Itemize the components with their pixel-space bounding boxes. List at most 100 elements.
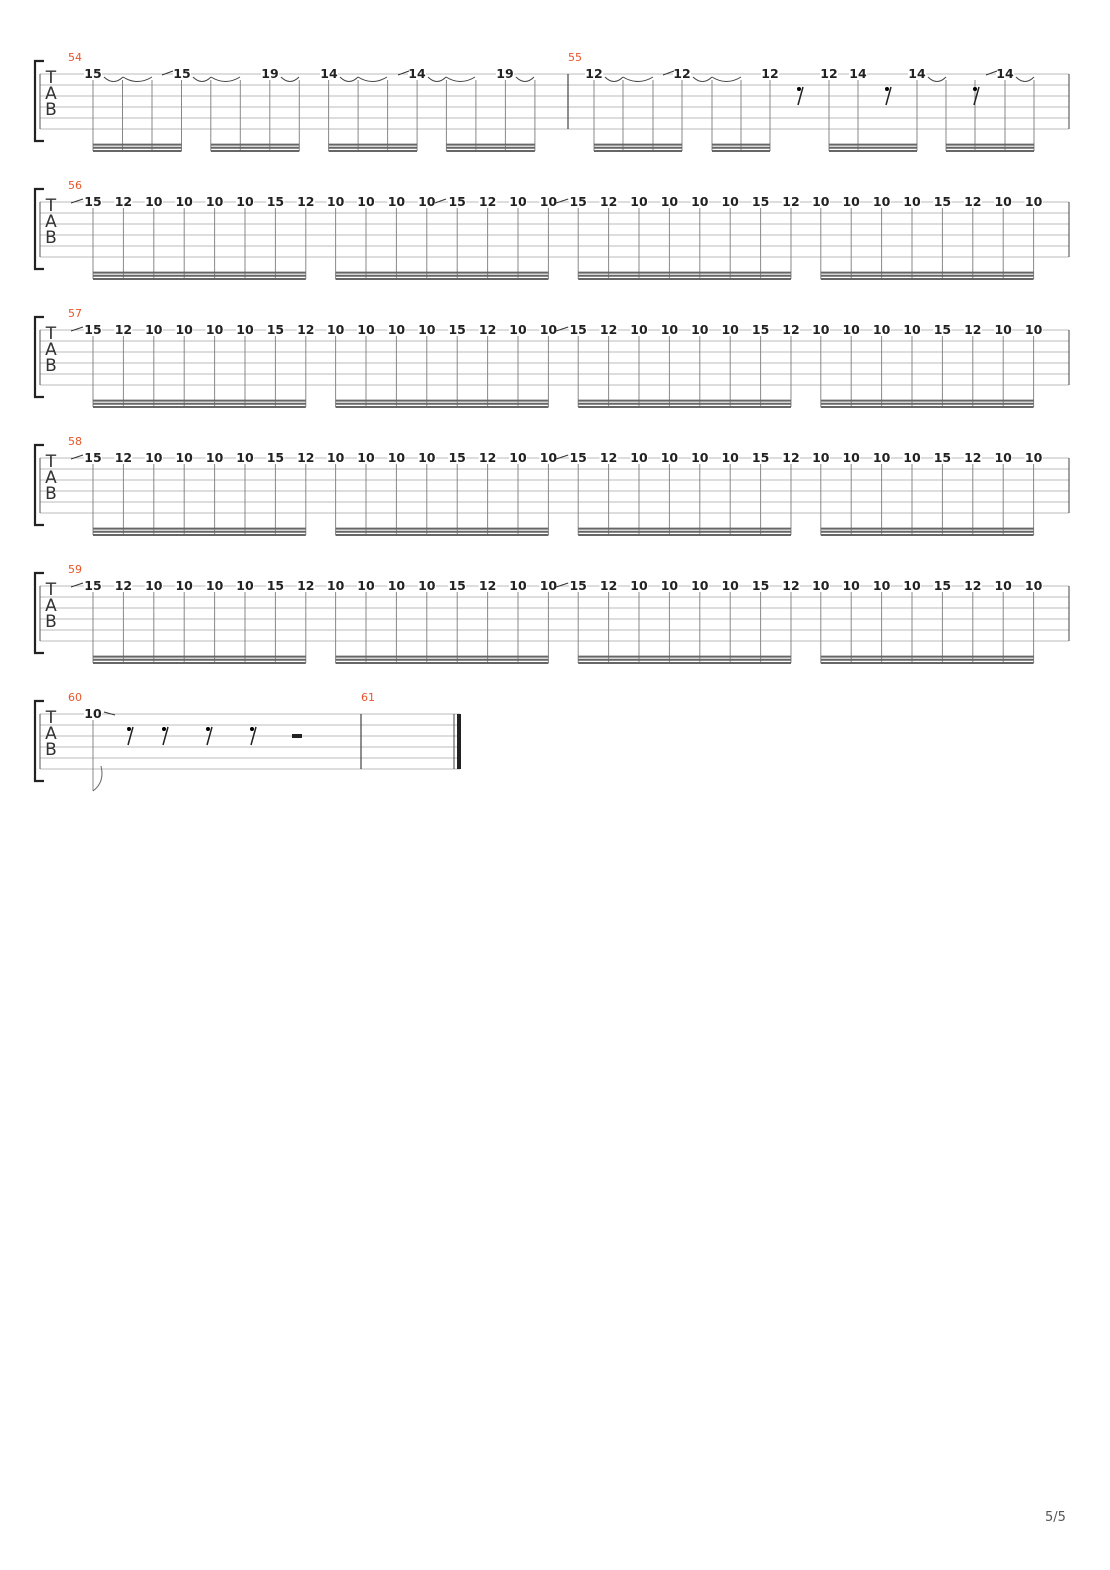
fret-bg <box>811 578 830 590</box>
fret-number: 10 <box>388 194 406 209</box>
fret-bg <box>963 322 982 334</box>
tab-clef-letter: A <box>45 724 57 744</box>
fret-bg <box>599 578 618 590</box>
fret-bg <box>387 194 406 206</box>
fret-number: 12 <box>782 578 799 593</box>
slide-mark <box>397 70 410 76</box>
fret-bg <box>811 194 830 206</box>
fret-bg <box>387 578 406 590</box>
fret-number: 12 <box>761 66 778 81</box>
fret-number: 12 <box>297 578 314 593</box>
fret-bg <box>721 194 740 206</box>
fret-bg <box>205 450 224 462</box>
fret-number: 14 <box>908 66 926 81</box>
fret-number: 10 <box>206 450 224 465</box>
tie <box>604 76 624 82</box>
tab-clef-letter: A <box>45 596 57 616</box>
fret-number: 10 <box>236 578 254 593</box>
fret-number: 10 <box>84 706 102 721</box>
fret-number: 10 <box>661 578 679 593</box>
fret-number: 12 <box>782 322 799 337</box>
fret-bg <box>751 578 770 590</box>
fret-bg <box>387 450 406 462</box>
fret-bg <box>296 194 315 206</box>
fret-bg <box>569 322 588 334</box>
fret-bg <box>842 322 861 334</box>
slide-mark <box>556 454 569 460</box>
system-bracket <box>33 699 44 783</box>
rest <box>973 86 980 106</box>
fret-bg <box>84 322 102 334</box>
fret-bg <box>903 450 921 462</box>
fret-bg <box>114 322 133 334</box>
tab-clef-letter: T <box>45 196 57 216</box>
fret-number: 15 <box>569 194 586 209</box>
fret-bg <box>994 194 1013 206</box>
page-number: 5/5 <box>1045 1510 1066 1525</box>
fret-bg <box>630 578 648 590</box>
fret-number: 14 <box>408 66 426 81</box>
fret-number: 10 <box>175 194 193 209</box>
slide-mark <box>70 198 84 204</box>
fret-bg <box>236 322 254 334</box>
fret-bg <box>933 194 952 206</box>
fret-number: 10 <box>873 322 891 337</box>
fret-bg <box>933 450 952 462</box>
fret-bg <box>144 578 163 590</box>
fret-number: 10 <box>388 322 406 337</box>
fret-number: 10 <box>388 450 406 465</box>
fret-number: 10 <box>903 194 921 209</box>
rest-dot <box>973 87 977 91</box>
fret-number: 10 <box>1025 322 1043 337</box>
measure-number: 56 <box>68 179 82 192</box>
rest-dot <box>885 87 889 91</box>
fret-bg <box>994 578 1013 590</box>
slide-mark <box>70 454 84 460</box>
fret-number: 10 <box>812 322 830 337</box>
fret-bg <box>599 322 618 334</box>
fret-number: 10 <box>206 322 224 337</box>
fret-bg <box>994 450 1013 462</box>
tie <box>692 76 713 82</box>
tab-clef-letter: B <box>45 484 57 504</box>
fret-bg <box>236 450 254 462</box>
fret-number: 15 <box>448 194 465 209</box>
fret-bg <box>1024 194 1043 206</box>
rest-dot <box>127 727 131 731</box>
slide-mark <box>434 198 447 204</box>
fret-number: 12 <box>479 450 496 465</box>
fret-bg <box>630 194 648 206</box>
fret-bg <box>417 194 436 206</box>
fret-number: 15 <box>84 322 101 337</box>
fret-number: 10 <box>994 322 1012 337</box>
rest-dot <box>250 727 254 731</box>
fret-bg <box>539 578 558 590</box>
fret-bg <box>539 194 558 206</box>
tie <box>622 76 654 82</box>
fret-number: 10 <box>691 450 709 465</box>
slide-mark <box>556 198 569 204</box>
tie <box>927 76 947 82</box>
fret-number: 15 <box>84 66 101 81</box>
fret-bg <box>357 322 375 334</box>
fret-number: 14 <box>996 66 1014 81</box>
tie <box>357 76 388 82</box>
fret-number: 12 <box>479 194 496 209</box>
slide-mark <box>556 326 569 332</box>
rest <box>127 726 134 746</box>
fret-number: 10 <box>1025 450 1043 465</box>
fret-number: 10 <box>236 450 254 465</box>
fret-bg <box>478 322 497 334</box>
tie <box>427 76 447 82</box>
fret-bg <box>175 194 194 206</box>
half-rest <box>292 734 302 738</box>
fret-number: 15 <box>934 450 951 465</box>
tie <box>711 76 742 82</box>
fret-bg <box>630 450 648 462</box>
fret-number: 10 <box>691 322 709 337</box>
fret-number: 15 <box>934 578 951 593</box>
tab-clef-letter: B <box>45 740 57 760</box>
tab-clef-letter: T <box>45 68 57 88</box>
fret-number: 15 <box>448 578 465 593</box>
